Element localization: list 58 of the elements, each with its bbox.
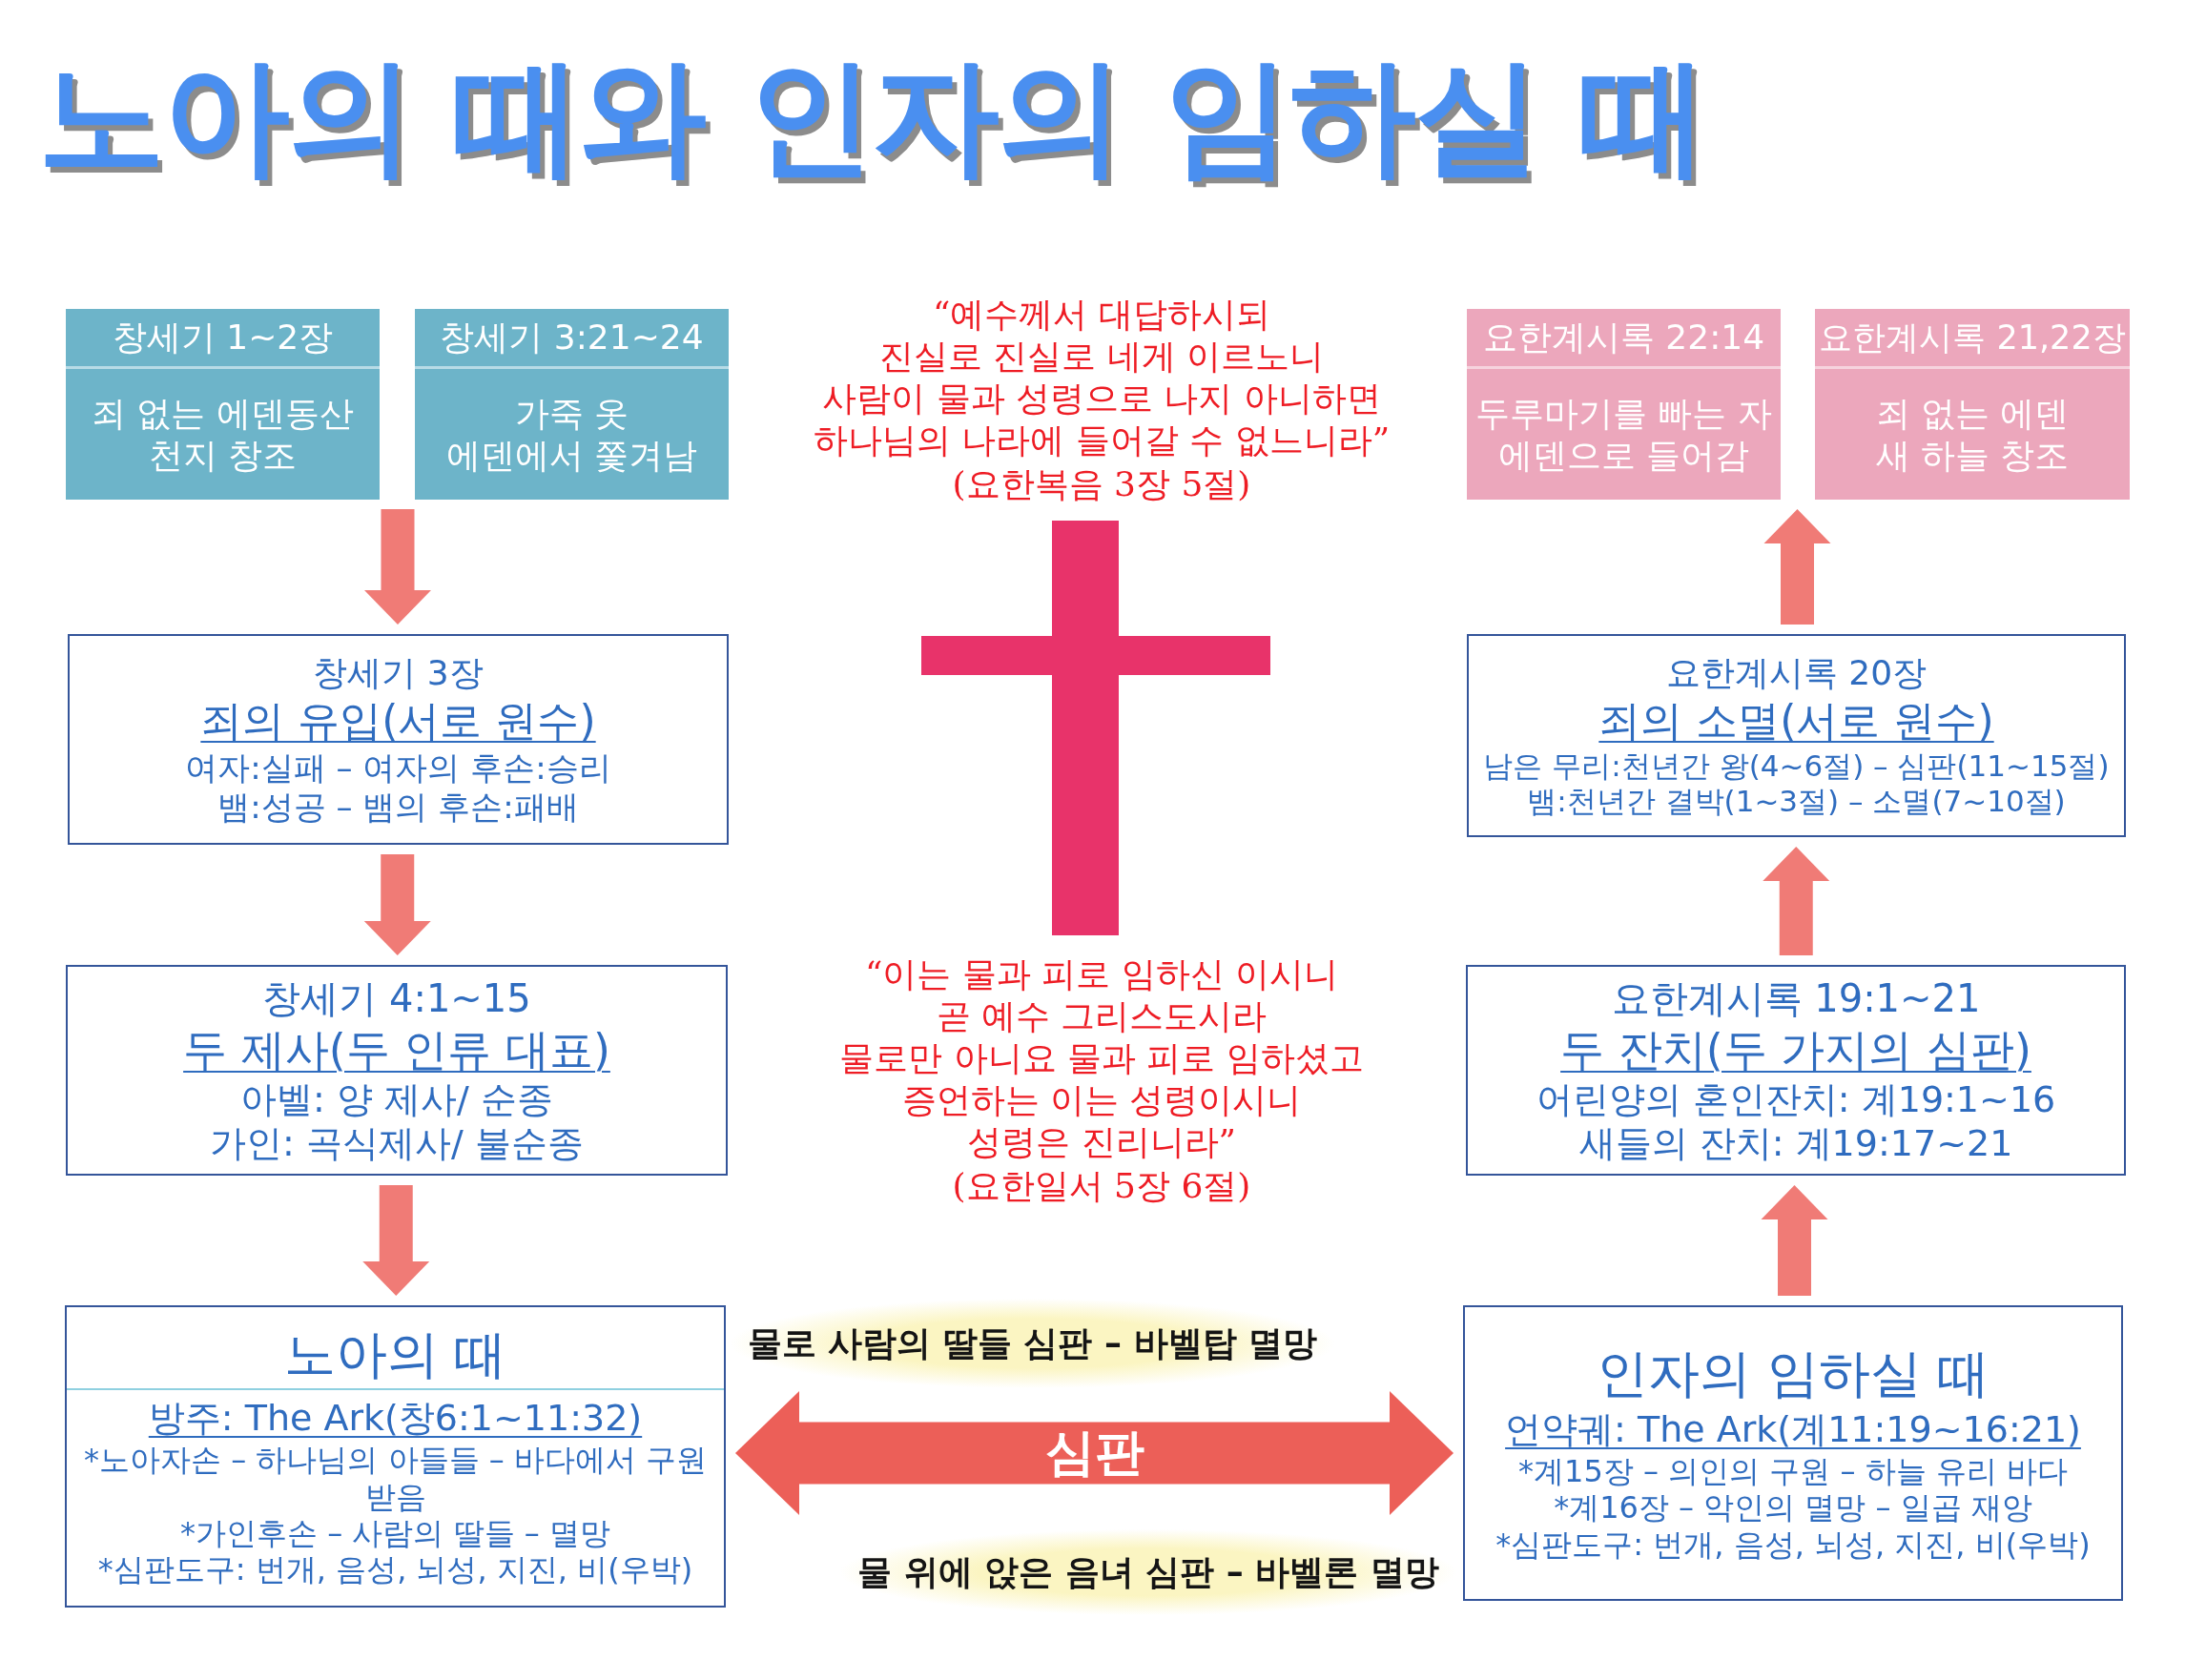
box-text: *계16장 – 악인의 멸망 – 일곱 재앙	[1554, 1489, 2032, 1526]
box-text: *심판도구: 번개, 음성, 뇌성, 지진, 비(우박)	[1495, 1526, 2091, 1564]
info-box	[66, 965, 728, 1176]
box-text: 죄 없는 에덴동산 천지 창조	[92, 392, 354, 477]
box-subtitle: 언약궤: The Ark(계11:19~16:21)	[1505, 1406, 2081, 1452]
arrow	[362, 1185, 430, 1296]
arrow	[363, 854, 431, 955]
box-text: 어린양의 혼인잔치: 계19:1~16	[1536, 1078, 2056, 1122]
arrow	[1763, 509, 1831, 625]
info-box	[1467, 634, 2126, 837]
box-text: 두루마기를 빠는 자 에덴으로 들어감	[1475, 392, 1772, 477]
quote-text: “이는 물과 피로 임하신 이시니 곧 예수 그리스도시라 물로만 아니요 물과 피로 임하셨고 증언하는 이는 성령이시니 성령은 진리니라”	[839, 953, 1364, 1163]
box-heading: 창세기 4:1~15	[262, 974, 531, 1021]
box-heading: 창세기 3:21~24	[415, 309, 729, 369]
box-heading: 창세기 1~2장	[66, 309, 380, 369]
box-text: 남은 무리:천년간 왕(4~6절) – 심판(11~15절)	[1483, 748, 2110, 785]
info-box	[66, 309, 380, 500]
info-box	[1463, 1305, 2123, 1601]
arrow	[1761, 1185, 1828, 1296]
box-heading: 요한계시록 19:1~21	[1611, 974, 1981, 1021]
box-text: 여자:실패 – 여자의 후손:승리	[185, 748, 611, 789]
arrow	[1763, 847, 1830, 955]
quote-text: “예수께서 대답하시되 진실로 진실로 네게 이르노니 사람이 물과 성령으로 나지 아니하면 하나님의 나라에 들어갈 수 없느니라”	[813, 294, 1391, 461]
arrow	[735, 1391, 1453, 1515]
info-box	[1815, 309, 2130, 500]
info-box	[68, 634, 729, 845]
box-heading: 요한계시록 20장	[1665, 651, 1928, 693]
info-box	[415, 309, 729, 500]
box-text: 가죽 옷 에덴에서 쫓겨남	[445, 392, 698, 477]
box-text: *계15장 – 의인의 구원 – 하늘 유리 바다	[1518, 1452, 2068, 1490]
box-heading: 노아의 때	[67, 1324, 724, 1391]
title: 노아의 때와 인자의 임하실 때	[38, 44, 1707, 190]
box-heading: 요한계시록 22:14	[1467, 309, 1781, 369]
box-text: 뱀:성공 – 뱀의 후손:패배	[217, 788, 579, 827]
note-text: 물 위에 앉은 음녀 심판 – 바벨론 멸망	[857, 1551, 1439, 1593]
box-text: 죄 없는 에덴 새 하늘 창조	[1875, 392, 2070, 477]
verse-reference: (요한복음 3장 5절)	[952, 463, 1251, 505]
box-text: *노아자손 – 하나님의 아들들 – 바다에서 구원받음	[83, 1442, 708, 1515]
box-heading: 창세기 3장	[313, 652, 484, 694]
box-subtitle: 두 제사(두 인류 대표)	[183, 1022, 610, 1077]
box-subtitle: 죄의 소멸(서로 원수)	[1598, 694, 1994, 747]
box-subtitle: 죄의 유입(서로 원수)	[200, 695, 596, 748]
box-heading: 인자의 임하실 때	[1596, 1342, 1990, 1405]
verse-reference: (요한일서 5장 6절)	[952, 1165, 1251, 1207]
box-text: *가인후손 – 사람의 딸들 – 멸망	[180, 1514, 610, 1552]
box-heading: 요한계시록 21,22장	[1815, 309, 2130, 369]
info-box	[1466, 965, 2126, 1176]
box-text: 새들의 잔치: 계19:17~21	[1578, 1121, 2013, 1166]
note-text: 물로 사람의 딸들 심판 – 바벨탑 멸망	[747, 1322, 1318, 1364]
box-text: 가인: 곡식제사/ 불순종	[210, 1121, 584, 1166]
arrow	[364, 509, 431, 625]
box-text: *심판도구: 번개, 음성, 뇌성, 지진, 비(우박)	[97, 1551, 693, 1588]
box-text: 뱀:천년간 결박(1~3절) – 소멸(7~10절)	[1527, 784, 2066, 820]
info-box	[65, 1305, 726, 1608]
box-text: 아벨: 양 제사/ 순종	[240, 1078, 553, 1122]
box-subtitle: 방주: The Ark(창6:1~11:32)	[148, 1396, 643, 1442]
info-box	[1467, 309, 1781, 500]
box-subtitle: 두 잔치(두 가지의 심판)	[1560, 1022, 2031, 1077]
